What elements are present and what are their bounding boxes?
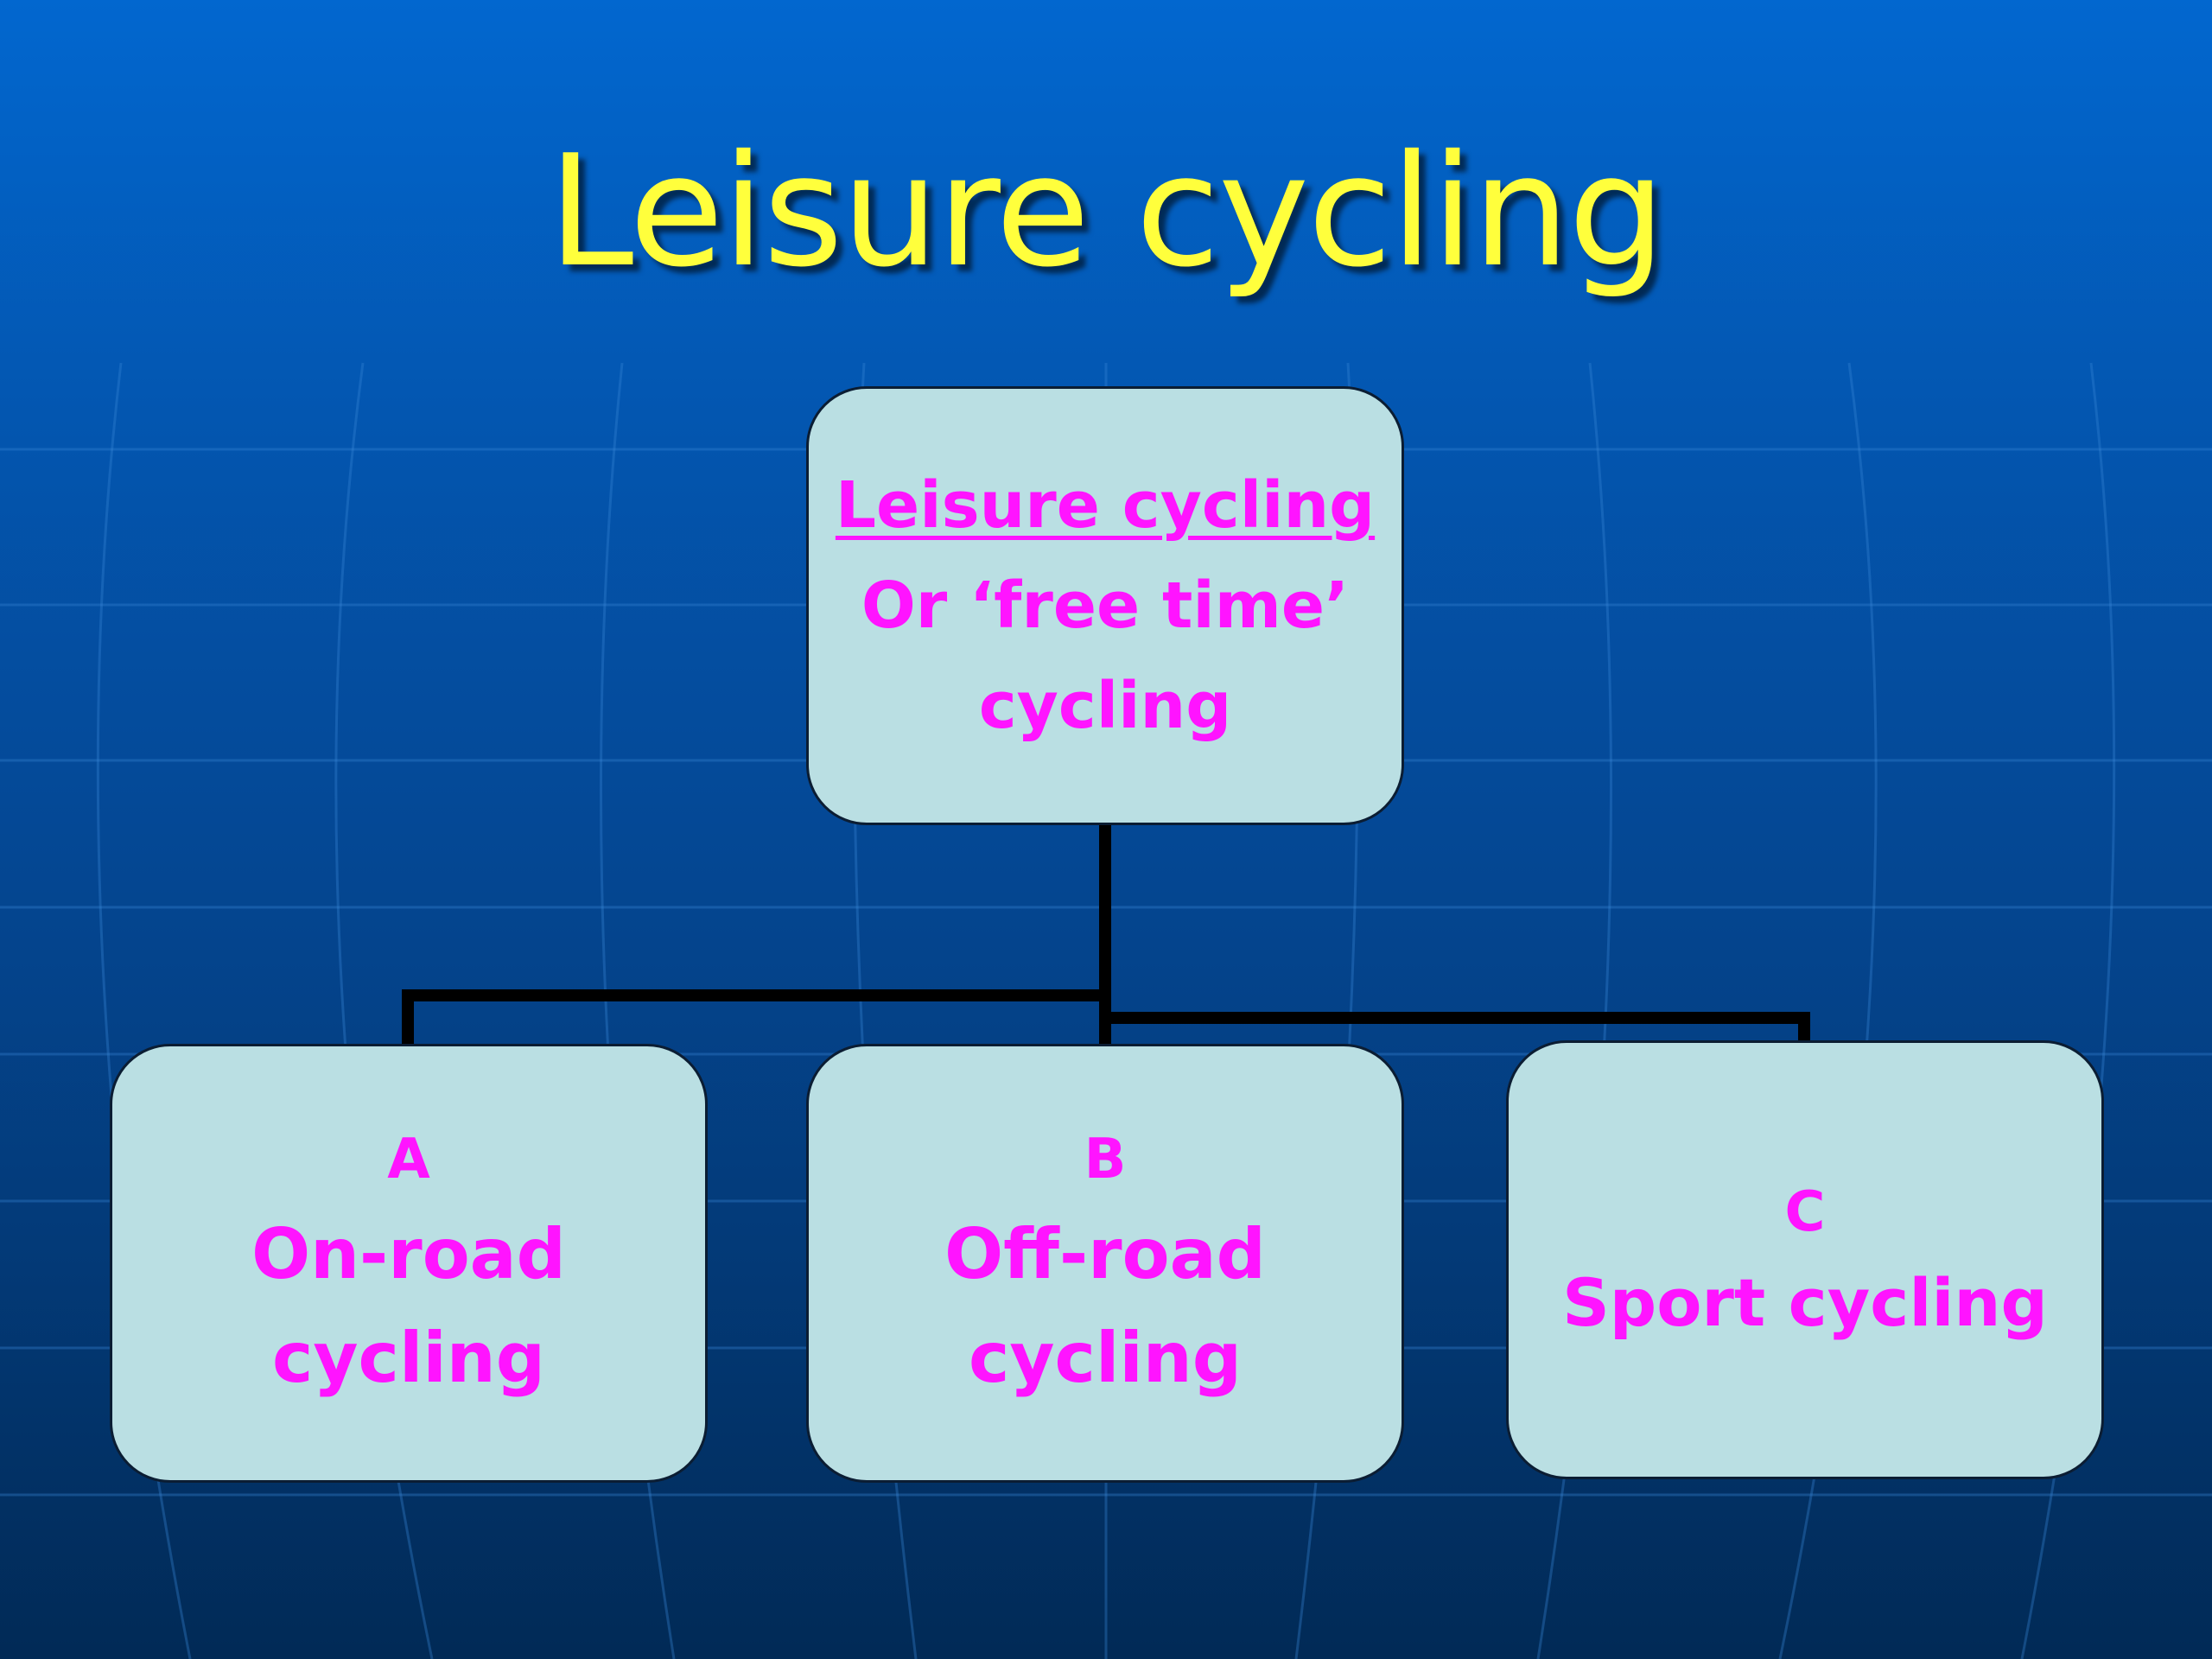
- child-node-label: Sport cycling: [1562, 1264, 2048, 1341]
- child-node-label: On-road: [251, 1214, 566, 1294]
- child-node-letter: A: [387, 1128, 430, 1192]
- slide-title: Leisure cycling: [548, 122, 1666, 301]
- child-node-label-continued: cycling: [271, 1318, 546, 1398]
- root-node-leisure-cycling: Leisure cycling Or ‘free time’ cycling: [806, 386, 1404, 825]
- child-node-label-continued: cycling: [968, 1318, 1243, 1398]
- child-node-letter: C: [1784, 1180, 1826, 1244]
- child-node-letter: B: [1084, 1128, 1127, 1192]
- root-node-subtitle: Or ‘free time’: [861, 569, 1350, 643]
- child-node-on-road: A On-road cycling: [110, 1044, 708, 1483]
- root-node-subtitle-continued: cycling: [978, 669, 1232, 743]
- child-node-off-road: B Off-road cycling: [806, 1044, 1404, 1483]
- child-node-sport: C Sport cycling: [1506, 1040, 2104, 1479]
- root-node-heading: Leisure cycling: [835, 468, 1376, 543]
- child-node-label: Off-road: [944, 1214, 1266, 1294]
